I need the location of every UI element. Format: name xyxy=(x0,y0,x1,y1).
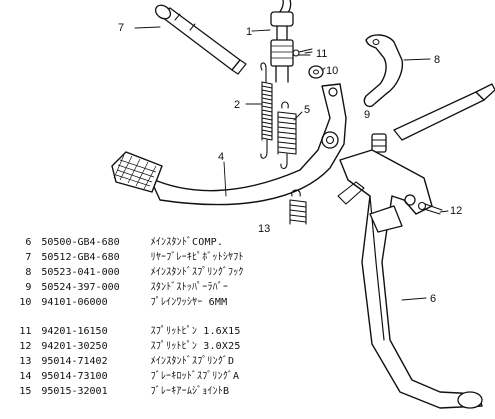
part-number: 50523-041-000 xyxy=(41,267,120,278)
part-description: ﾌﾞﾚｰｷﾛｯﾄﾞｽﾌﾟﾘﾝｸﾞA xyxy=(150,371,240,382)
part-index: 10 xyxy=(19,297,32,308)
table-row: 9 50524-397-000 ｽﾀﾝﾄﾞｽﾄｯﾊﾟｰﾗﾊﾞｰ xyxy=(6,280,336,295)
callout-4: 4 xyxy=(218,151,224,163)
part-description: ﾒｲﾝｽﾀﾝﾄﾞｽﾌﾟﾘﾝｸﾞD xyxy=(150,356,235,367)
part-description: ﾒｲﾝｽﾀﾝﾄﾞCOMP. xyxy=(150,237,224,248)
callout-1: 1 xyxy=(246,26,252,38)
part-8-spring-hook xyxy=(363,34,404,108)
part-index: 15 xyxy=(19,386,32,397)
part-13-spring xyxy=(289,189,307,225)
part-number: 95015-32001 xyxy=(41,386,108,397)
callout-13: 13 xyxy=(258,223,270,235)
part-4-brake-pedal xyxy=(111,83,347,206)
part-6-main-stand xyxy=(337,149,483,409)
part-9-stopper-rubber xyxy=(371,83,495,153)
leader-lines xyxy=(134,26,449,301)
part-number: 50512-GB4-680 xyxy=(41,252,120,263)
callout-6: 6 xyxy=(430,293,436,305)
parts-list: 6 50500-GB4-680 ﾒｲﾝｽﾀﾝﾄﾞCOMP. 7 50512-GB… xyxy=(6,235,336,399)
part-index: 6 xyxy=(25,237,32,248)
part-2-spring xyxy=(260,62,273,159)
part-number: 95014-73100 xyxy=(41,371,108,382)
table-row: 10 94101-06000 ﾌﾟﾚｲﾝﾜｯｼﾔｰ 6MM xyxy=(6,295,336,310)
table-row: 15 95015-32001 ﾌﾞﾚｰｷｱｰﾑｼﾞｮｲﾝﾄB xyxy=(6,384,336,399)
table-row: 8 50523-041-000 ﾒｲﾝｽﾀﾝﾄﾞｽﾌﾟﾘﾝｸﾞﾌｯｸ xyxy=(6,265,336,280)
callout-5: 5 xyxy=(304,104,310,116)
part-index: 14 xyxy=(19,371,32,382)
part-number: 95014-71402 xyxy=(41,356,108,367)
part-description: ﾘﾔｰﾌﾞﾚｰｷﾋﾟﾎﾞｯﾄｼﾔﾌﾄ xyxy=(150,252,244,263)
table-row: 11 94201-16150 ｽﾌﾟﾘｯﾄﾋﾟﾝ 1.6X15 xyxy=(6,324,336,339)
part-index: 9 xyxy=(25,282,32,293)
part-11-split-pin xyxy=(292,48,313,57)
table-row: 7 50512-GB4-680 ﾘﾔｰﾌﾞﾚｰｷﾋﾟﾎﾞｯﾄｼﾔﾌﾄ xyxy=(6,250,336,265)
part-index: 13 xyxy=(19,356,32,367)
part-7-pivot-shaft xyxy=(154,4,247,75)
part-index: 12 xyxy=(19,341,32,352)
part-5-spring xyxy=(277,101,297,170)
part-description: ｽﾀﾝﾄﾞｽﾄｯﾊﾟｰﾗﾊﾞｰ xyxy=(150,282,229,293)
table-row: 12 94201-30250 ｽﾌﾟﾘｯﾄﾋﾟﾝ 3.0X25 xyxy=(6,339,336,354)
part-description: ｽﾌﾟﾘｯﾄﾋﾟﾝ 1.6X15 xyxy=(150,326,241,337)
table-row: 13 95014-71402 ﾒｲﾝｽﾀﾝﾄﾞｽﾌﾟﾘﾝｸﾞD xyxy=(6,354,336,369)
callout-12: 12 xyxy=(450,205,462,217)
callout-2: 2 xyxy=(234,99,240,111)
part-index: 11 xyxy=(19,326,32,337)
part-number: 94101-06000 xyxy=(41,297,108,308)
part-description: ﾒｲﾝｽﾀﾝﾄﾞｽﾌﾟﾘﾝｸﾞﾌｯｸ xyxy=(150,267,244,278)
callout-7: 7 xyxy=(118,22,124,34)
callout-11: 11 xyxy=(316,48,327,60)
part-description: ﾌﾟﾚｲﾝﾜｯｼﾔｰ 6MM xyxy=(150,297,228,308)
part-1-brake-rod xyxy=(270,0,294,83)
table-row: 6 50500-GB4-680 ﾒｲﾝｽﾀﾝﾄﾞCOMP. xyxy=(6,235,336,250)
part-number: 50500-GB4-680 xyxy=(41,237,120,248)
callout-9: 9 xyxy=(364,109,370,121)
part-number: 50524-397-000 xyxy=(41,282,120,293)
table-row: 14 95014-73100 ﾌﾞﾚｰｷﾛｯﾄﾞｽﾌﾟﾘﾝｸﾞA xyxy=(6,369,336,384)
callout-8: 8 xyxy=(434,54,440,66)
callout-10: 10 xyxy=(326,65,338,77)
part-description: ﾌﾞﾚｰｷｱｰﾑｼﾞｮｲﾝﾄB xyxy=(150,386,230,397)
part-index: 8 xyxy=(25,267,32,278)
part-number: 94201-16150 xyxy=(41,326,108,337)
part-index: 7 xyxy=(25,252,32,263)
part-10-washer xyxy=(308,65,324,79)
part-number: 94201-30250 xyxy=(41,341,108,352)
part-description: ｽﾌﾟﾘｯﾄﾋﾟﾝ 3.0X25 xyxy=(150,341,241,352)
part-12-split-pin xyxy=(417,201,443,215)
